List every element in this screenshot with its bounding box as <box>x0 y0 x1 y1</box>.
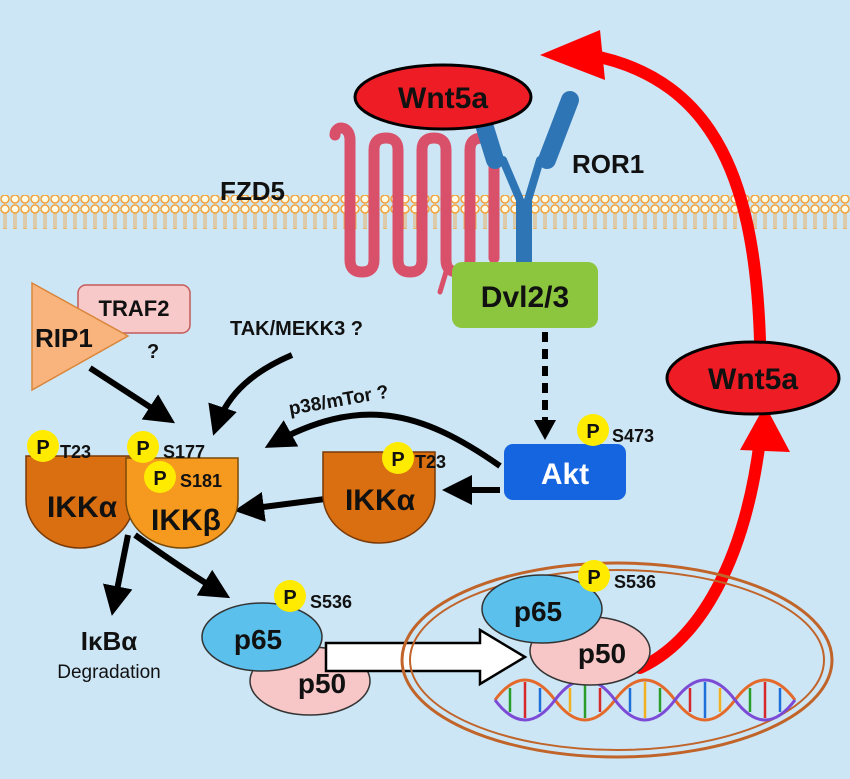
wnt5a-right-label: Wnt5a <box>708 363 798 396</box>
rip1-to-ikk-arrow <box>88 365 176 424</box>
nucleus <box>400 561 834 759</box>
t23-left-label: T23 <box>60 442 91 462</box>
ikk-to-ikba-arrow <box>102 534 133 616</box>
fzd5-receptor <box>329 122 500 295</box>
degradation-label: Degradation <box>57 662 161 683</box>
dna-helix <box>493 678 797 722</box>
wnt5a-secretion-arrow <box>540 30 790 674</box>
ikkb-label: IKKβ <box>151 504 221 537</box>
ikba-label: IκBα <box>81 626 137 656</box>
nuclear-translocation-arrow <box>324 627 528 687</box>
p65-nucleus: p65 <box>481 574 603 644</box>
p50-left-label: p50 <box>298 668 346 699</box>
tak-label: TAK/MEKK3 ? <box>230 318 363 340</box>
akt-label: Akt <box>541 458 589 491</box>
s473-label: S473 <box>612 426 654 446</box>
t23-mid-label: T23 <box>415 452 446 472</box>
rip1-label: RIP1 <box>35 323 93 353</box>
p65-nucleus-phospho: P S536 <box>578 560 656 592</box>
p65-nuc-label: p65 <box>514 596 562 627</box>
p65-left-phospho: P S536 <box>274 580 352 612</box>
ikka-left: IKKα <box>25 455 135 549</box>
phospho-label: P <box>136 438 149 460</box>
p65-left: p65 <box>201 602 323 672</box>
ikk-to-p65-arrow <box>133 532 231 599</box>
signal-arrows <box>88 352 502 616</box>
wnt5a-ligand-right: Wnt5a <box>665 340 841 416</box>
dvl-box: Dvl2/3 <box>452 262 598 328</box>
rip-question: ? <box>147 341 159 363</box>
ror1-label: ROR1 <box>572 149 644 179</box>
fzd5-label: FZD5 <box>220 176 285 206</box>
phospho-label: P <box>587 567 600 589</box>
traf2-label: TRAF2 <box>99 296 170 321</box>
ikka-mid-label: IKKα <box>345 484 416 517</box>
ikka-left-label: IKKα <box>47 491 118 524</box>
s181-label: S181 <box>180 471 222 491</box>
tak-to-ikk-arrow <box>208 352 294 436</box>
dvl-to-akt-arrow <box>534 332 556 440</box>
s536-left-label: S536 <box>310 592 352 612</box>
rip1-triangle: RIP1 <box>31 281 130 392</box>
akt-phospho: P S473 <box>577 414 654 446</box>
ikka-left-phospho: P T23 <box>27 430 91 462</box>
ikka-mid-phospho: P T23 <box>382 442 446 474</box>
s177-label: S177 <box>163 442 205 462</box>
phospho-label: P <box>36 437 49 459</box>
phospho-label: P <box>391 449 404 471</box>
wnt5a-ligand-top: Wnt5a <box>353 63 533 131</box>
s536-nuc-label: S536 <box>614 572 656 592</box>
p65-left-label: p65 <box>234 624 282 655</box>
phospho-label: P <box>283 587 296 609</box>
ikka-to-ikkb-arrow <box>234 492 326 522</box>
wnt5a-top-label: Wnt5a <box>398 82 488 115</box>
akt-to-ikk-arrow <box>264 411 502 469</box>
phospho-label: P <box>153 468 166 490</box>
phospho-label: P <box>586 421 599 443</box>
ikkb-phospho-s177: P S177 <box>127 431 205 463</box>
p50-nuc-label: p50 <box>578 638 626 669</box>
dvl-label: Dvl2/3 <box>481 281 569 314</box>
akt-box: Akt <box>504 444 626 500</box>
ikkb-phospho-s181: P S181 <box>144 461 222 493</box>
ikka-mid: IKKα <box>322 451 436 544</box>
